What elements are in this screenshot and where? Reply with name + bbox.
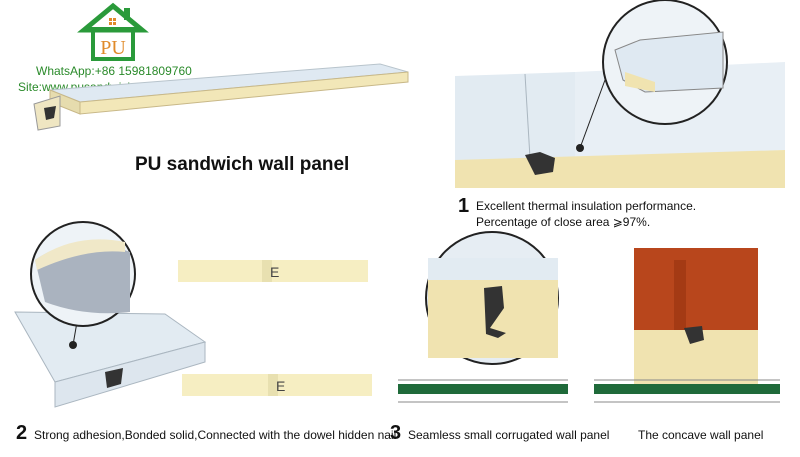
house-logo-icon: PU (77, 2, 149, 61)
concave-strip-image (594, 379, 780, 403)
long-panel-image (33, 63, 409, 131)
concave-detail-image (624, 240, 764, 390)
whatsapp-text: WhatsApp:+86 15981809760 (36, 64, 192, 78)
svg-text:E: E (270, 264, 279, 280)
feature-1-line2: Percentage of close area ⩾97%. (476, 215, 651, 229)
feature-4-text: The concave wall panel (638, 428, 764, 442)
feature-1-line1: Excellent thermal insulation performance… (476, 199, 697, 213)
logo-text: PU (100, 37, 126, 59)
corrugated-strip-image (398, 379, 568, 403)
feature-1-number: 1 (458, 195, 470, 217)
joint-detail-image (455, 0, 785, 188)
feature-2-number: 2 (16, 422, 28, 444)
cross-section-image-2: E (182, 374, 372, 396)
feature-3-number: 3 (390, 422, 402, 444)
dowel-panel-image (14, 221, 207, 408)
feature-3-text: Seamless small corrugated wall panel (408, 428, 610, 442)
svg-text:E: E (276, 378, 285, 394)
corrugated-detail-image (425, 231, 559, 365)
feature-2-text: Strong adhesion,Bonded solid,Connected w… (34, 428, 397, 442)
main-title: PU sandwich wall panel (135, 154, 350, 175)
cross-section-image-1: E (178, 260, 368, 282)
